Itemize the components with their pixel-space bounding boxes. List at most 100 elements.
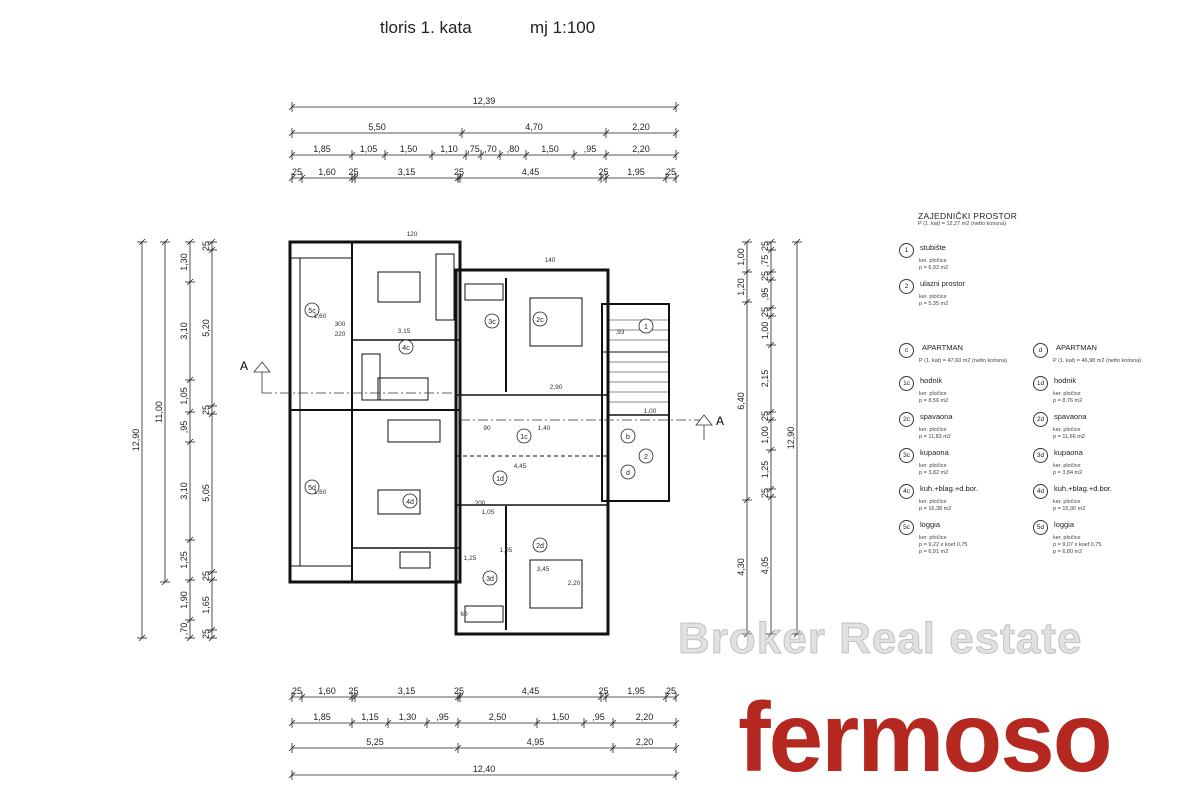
legend-name-3c: kupaona — [920, 448, 949, 457]
legend-badge-common-1: 1 — [899, 243, 914, 258]
dim-top-row4-0: 25 — [292, 167, 302, 177]
building-walls — [288, 240, 670, 636]
dim-top-row3-9: 2,20 — [632, 144, 650, 154]
legend-finish-2d: ker. pločice — [1053, 427, 1081, 433]
plan-note-18: 2,20 — [568, 580, 581, 587]
legend-finish-1d: ker. pločice — [1053, 391, 1081, 397]
legend-finish-3c: ker. pločice — [919, 463, 947, 469]
dim-top-row4-3: 3,15 — [398, 167, 416, 177]
dim-right-col2-1: 1,20 — [736, 278, 746, 296]
legend-name-5c: loggia — [920, 520, 941, 529]
legend-finish-1c: ker. pločice — [919, 391, 947, 397]
room-tag-circle-4c — [398, 339, 414, 355]
room-tag-circle-d — [620, 464, 636, 480]
dim-bottom-row1-5: 4,45 — [522, 686, 540, 696]
room-tag-circle-2c — [532, 311, 548, 327]
dim-left-col4-5: 1,65 — [201, 596, 211, 614]
plan-note-14: 2,90 — [550, 384, 563, 391]
plan-note-11: 1,60 — [314, 489, 327, 496]
dim-right-col3-7: 25 — [760, 411, 770, 421]
dim-right-col3-10: 25 — [760, 488, 770, 498]
legend-area-4d: p = 15,90 m2 — [1053, 506, 1086, 512]
dim-left-col3-5: 1,25 — [179, 551, 189, 569]
outer-wall-left-block — [288, 240, 462, 584]
dim-bottom-row1-0: 25 — [292, 686, 302, 696]
dim-left-col4-3: 5,05 — [201, 484, 211, 502]
plan-note-3: 1,60 — [314, 313, 327, 320]
dim-top-row4-7: 1,95 — [627, 167, 645, 177]
legend-area-3d: p = 3,84 m2 — [1053, 470, 1083, 476]
section-mark-right: A — [716, 414, 724, 428]
room-tag-4c: 4c — [402, 345, 410, 352]
legend-apt-d-title: APARTMAN — [1055, 343, 1097, 352]
legend-area-4c: p = 16,38 m2 — [919, 506, 952, 512]
plan-note-2: 3,15 — [398, 328, 411, 335]
dim-bottom-row2-5: 1,50 — [552, 712, 570, 722]
legend-badge-1c: 1c — [899, 376, 914, 391]
dim-top-row3-1: 1,05 — [360, 144, 378, 154]
dim-top-row3-3: 1,10 — [440, 144, 458, 154]
dim-top-row2-0: 5,50 — [368, 122, 386, 132]
plan-note-13: 3,45 — [537, 566, 550, 573]
dim-top-row3-4: ,75 — [467, 144, 480, 154]
legend-apt-c-area: P (1. kat) = 47,60 m2 (netto korisna) — [919, 358, 1008, 364]
dim-bottom-overall-0: 12,40 — [473, 764, 496, 774]
dim-bottom-row1-2: 25 — [348, 686, 358, 696]
dim-right-col3-9: 1,25 — [760, 461, 770, 479]
legend-finish-4c: ker. pločice — [919, 499, 947, 505]
dim-bottom-row1-3: 3,15 — [398, 686, 416, 696]
legend-area-2c: p = 11,83 m2 — [919, 434, 951, 440]
plan-note-8: 200 — [475, 500, 486, 507]
fermoso-logo: fermoso — [738, 682, 1113, 792]
legend-apt-d-area: P (1. kat) = 46,98 m2 (netto korisna) — [1053, 358, 1142, 364]
dim-left-col3-6: 1,90 — [179, 591, 189, 609]
dim-bottom-row3-0: 5,25 — [366, 737, 384, 747]
dim-top-row4-8: 25 — [666, 167, 676, 177]
plan-note-16: 1,05 — [500, 547, 513, 554]
dim-bottom-row2-7: 2,20 — [636, 712, 654, 722]
dim-left-col3-1: 3,10 — [179, 322, 189, 340]
dim-top-row4-6: 25 — [598, 167, 608, 177]
legend-area2-5d: p = 6,80 m2 — [1053, 549, 1083, 555]
staircase-block — [601, 303, 670, 502]
plan-note-4: 4,45 — [514, 463, 527, 470]
dim-bottom-row1-7: 1,95 — [627, 686, 645, 696]
legend-apt-c-title: APARTMAN — [921, 343, 963, 352]
room-tag-5c: 5c — [308, 308, 316, 315]
dim-bottom-row1-1: 1,60 — [318, 686, 336, 696]
dim-right-col3-8: 1,00 — [760, 426, 770, 444]
dim-top-row3-6: ,80 — [507, 144, 520, 154]
dim-bottom-row2-6: ,95 — [592, 712, 605, 722]
dim-left-col3-4: 3,10 — [179, 482, 189, 500]
legend-name-4d: kuh.+blag.+d.bor. — [1054, 484, 1112, 493]
room-tag-circle-1d — [492, 470, 508, 486]
room-tag-circle-3d — [482, 570, 498, 586]
dim-bottom-row3-2: 2,20 — [636, 737, 654, 747]
room-tag-2: 2 — [644, 454, 648, 461]
legend-badge-c: c — [899, 343, 914, 358]
dim-left-col4-1: 5,20 — [201, 319, 211, 337]
room-tag-4d: 4d — [406, 499, 414, 506]
legend-area-common-1: p = 6,92 m2 — [919, 265, 949, 271]
dim-top-row4-2: 25 — [348, 167, 358, 177]
dim-top-overall-0: 12,39 — [473, 96, 496, 106]
legend-badge-3c: 3c — [899, 448, 914, 463]
room-tag-circle-5c — [304, 302, 320, 318]
plan-note-17: 1,25 — [464, 555, 477, 562]
dimension-lines — [137, 102, 802, 780]
legend-finish-4d: ker. pločice — [1053, 499, 1081, 505]
dim-bottom-row3-1: 4,95 — [527, 737, 545, 747]
dim-left-col3-0: 1,30 — [179, 253, 189, 271]
dim-top-row2-1: 4,70 — [525, 122, 543, 132]
legend-badge-2d: 2d — [1033, 412, 1048, 427]
section-mark-left: A — [240, 359, 248, 373]
dim-top-row4-4: 25 — [454, 167, 464, 177]
